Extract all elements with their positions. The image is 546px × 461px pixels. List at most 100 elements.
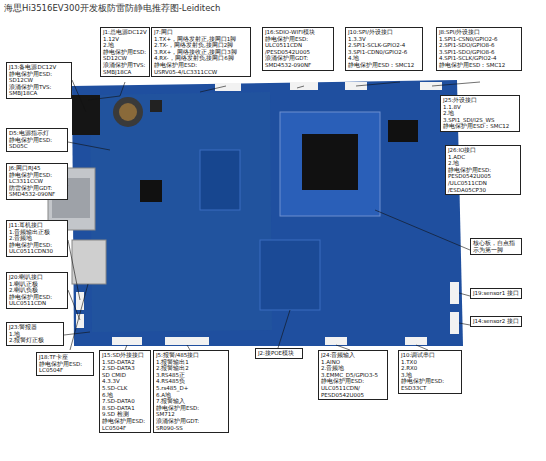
j7-connector <box>215 83 241 91</box>
callout-box: J15:SD外接接口1.SD-DATA22.SD-DATA3SD CMID4.3… <box>99 350 151 433</box>
pcb-board <box>72 80 463 346</box>
callout-box: J18:TF卡座静电保护用ESD:LC0504F <box>36 352 94 376</box>
callout-text: 3.RS485正 <box>156 372 226 379</box>
callout-text: 2.喇叭负极 <box>9 287 65 294</box>
callout-box: J24:音频输入1.AINO2.音频地3.EMMC_D5/GPIO3-5静电保护… <box>318 350 388 400</box>
leader-line <box>68 290 80 320</box>
callout-box: J2:接POE模块 <box>255 348 303 359</box>
soc-chip <box>302 134 358 190</box>
callout-text: 3.EMMC_D5/GPIO3-5 <box>321 372 385 379</box>
leader-line <box>64 332 90 335</box>
leader-line <box>375 210 470 250</box>
j20-connector <box>76 314 84 328</box>
callout-text: 浪涌保护用TVS: <box>9 84 69 91</box>
callout-text: SMD4532-090NF <box>265 62 331 69</box>
callout-text: 2.TX-，网络发射负,接网口2脚 <box>154 42 248 49</box>
callout-text: 1.地 <box>9 331 61 338</box>
callout-text: 2.音频地 <box>321 365 385 372</box>
callout-box: J25:外设接口1.1.8V2.地3.SPI1_SDI/I2S_WS静电保护用E… <box>440 95 520 132</box>
callout-text: 防雷保护用GDT: <box>9 185 65 192</box>
callout-text: 1.ADC <box>448 154 518 161</box>
callout-text: 2.SD-DATA3 <box>102 365 148 372</box>
callout-text: 5.rs485_D+ <box>156 385 226 392</box>
callout-text: 2.地 <box>103 42 147 49</box>
leader-line <box>278 310 290 348</box>
callout-text: SMBJ18CA <box>103 69 147 76</box>
leader-line <box>459 293 470 296</box>
diagram-title: 海思Hi3516EV300开发板防雷防静电推荐图-Leiditech <box>4 3 220 15</box>
callout-box: J7:网口1.TX+，网络发射正,接网口1脚2.TX-，网络发射负,接网口2脚3… <box>151 27 251 77</box>
callout-box: J20:喇叭接口1.喇叭正极2.喇叭负极静电保护用ESD:ULC0511CDN <box>6 272 68 309</box>
callout-box: J8:SPI/外设接口1.SPI1-CSN0/GPIO2-62.SPI1-SDO… <box>436 27 522 71</box>
callout-box: J26:IO接口1.ADC2.地静电保护用ESD:PESD0542U005/UL… <box>445 145 521 195</box>
inductor-core <box>119 103 137 121</box>
callout-box: J23:警报器1.地2.报警灯正极 <box>6 322 64 346</box>
callout-text: 4.地 <box>348 55 420 62</box>
callout-text: SD CMID <box>102 372 148 379</box>
capacitor <box>150 100 162 112</box>
callout-heading: J11:耳机接口 <box>9 222 65 229</box>
callout-heading: J18:TF卡座 <box>39 354 91 361</box>
callout-heading: J26:IO接口 <box>448 147 518 154</box>
callout-text: SD12CW <box>103 55 147 62</box>
j15-connector <box>112 337 142 345</box>
wifi-area <box>200 150 240 210</box>
callout-text: SM712 <box>156 411 226 418</box>
callout-heading: J19:sensor1 接口 <box>473 290 519 297</box>
callout-text: SMD4532-090NF <box>9 191 65 198</box>
callout-text: 4.RS485负 <box>156 378 226 385</box>
j19-connector <box>450 282 459 304</box>
callout-text: ULC0511CDN30 <box>9 248 65 255</box>
callout-text: 2.RX0 <box>401 365 459 372</box>
callout-text: 1.喇叭正极 <box>9 281 65 288</box>
j8-connector <box>420 82 442 90</box>
callout-text: 静电保护用ESD: <box>321 378 385 385</box>
callout-box: 核心板，自点指示为第一脚 <box>470 238 522 255</box>
callout-box: D5:电源指示灯静电保护用ESD:SD05C <box>6 128 68 152</box>
callout-text: SMBJ18CA <box>9 90 69 97</box>
callout-text: 1.TX+，网络发射正,接网口1脚 <box>154 36 248 43</box>
callout-box: J16:SDIO-WIFI模块静电保护用ESD:ULC0511CDN/PESD0… <box>262 27 334 71</box>
leader-line <box>297 86 304 88</box>
callout-box: J14:sensor2 接口 <box>470 316 522 327</box>
callout-text: 静电保护用ESD: <box>448 167 518 174</box>
callout-text: 5.SD-CLK <box>102 385 148 392</box>
callout-text: 静电保护用ESD: <box>9 294 65 301</box>
j24-connector <box>325 337 347 345</box>
callout-heading: J10:SPI/外设接口 <box>348 29 420 36</box>
callout-text: LC0504F <box>102 425 148 432</box>
callout-text: ULC0511CDN <box>265 42 331 49</box>
callout-text: LC3311CCW <box>9 178 65 185</box>
leader-line <box>68 142 110 150</box>
callout-text: ULC0511CDN <box>9 300 65 307</box>
j14-connector <box>450 312 459 334</box>
callout-text: PESD0542U005 <box>321 392 385 399</box>
callout-text: 静电保护用ESD: <box>154 62 248 69</box>
leader-line <box>200 86 226 92</box>
callout-text: 静电保护用ESD: <box>9 172 65 179</box>
callout-heading: J1:总电源DC12V <box>103 29 147 36</box>
leader-line <box>459 323 470 325</box>
callout-text: 9.SD 检测 <box>102 411 148 418</box>
callout-text: 1.3.3V <box>348 36 420 43</box>
callout-heading: J20:喇叭接口 <box>9 274 65 281</box>
callout-text: 2.音频地 <box>9 235 65 242</box>
callout-text: 3.RX+，网络接收正,接网口3脚 <box>154 49 248 56</box>
leader-line <box>72 80 86 112</box>
callout-box: J11:耳机接口1.音频输出正极2.音频地静电保护用ESD:ULC0511CDN… <box>6 220 68 257</box>
callout-heading: J23:警报器 <box>9 324 61 331</box>
callout-heading: 核心板，自点指示为第一脚 <box>473 240 519 253</box>
callout-text: 1.AINO <box>321 359 385 366</box>
leader-line <box>88 82 125 100</box>
callout-text: 静电保护用ESD：SMC12 <box>439 62 519 69</box>
phy-chip <box>140 180 162 202</box>
callout-text: 静电保护用ESD: <box>156 405 226 412</box>
callout-text: 1.音频输出正极 <box>9 229 65 236</box>
j11-connector <box>76 292 84 310</box>
inductor <box>113 97 143 127</box>
callout-text: 1.12V <box>103 36 147 43</box>
callout-text: 2.SPI1-SCLK-GPIO2-4 <box>348 42 420 49</box>
j5-connector <box>165 337 209 345</box>
callout-text: /PESD0542U005 <box>265 49 331 56</box>
callout-text: /ULC0511CDN <box>448 180 518 187</box>
